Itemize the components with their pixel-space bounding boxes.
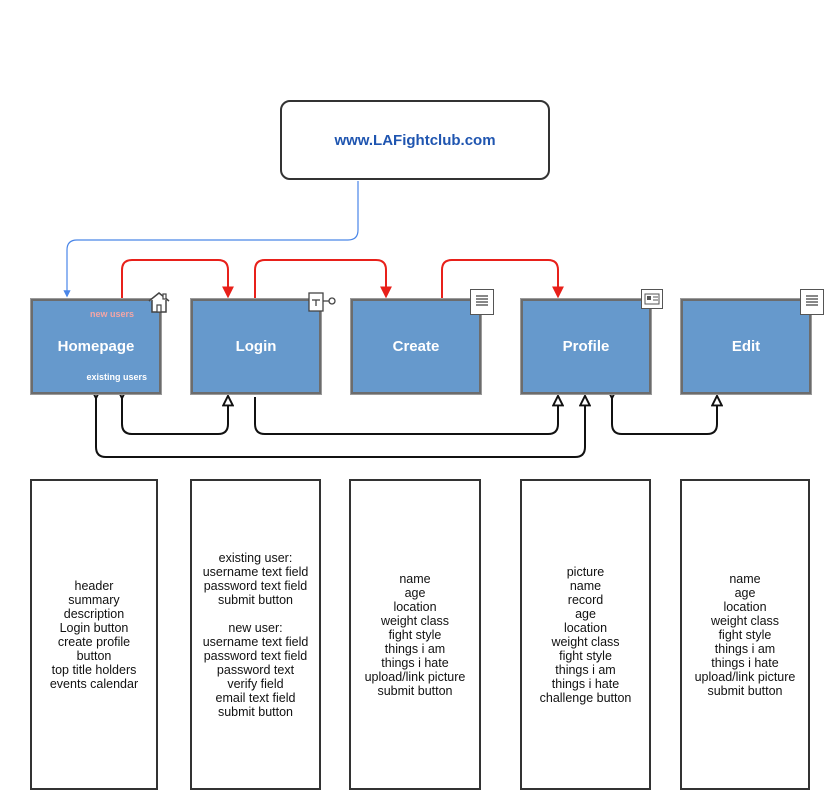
spec-line: things i am xyxy=(714,641,776,656)
spec-line: fight style xyxy=(718,627,772,642)
spec-line: username text field xyxy=(202,564,309,579)
spec-line: record xyxy=(567,592,604,607)
spec-line: picture xyxy=(566,564,605,579)
page-login: Login xyxy=(190,298,322,395)
spec-line: weight class xyxy=(380,613,450,628)
spec-line xyxy=(203,607,309,621)
spec-line: submit button xyxy=(217,704,294,719)
spec-line: things i am xyxy=(384,641,446,656)
spec-line: password text field xyxy=(203,648,308,663)
house-icon xyxy=(146,289,172,315)
site-url: www.LAFightclub.com xyxy=(334,131,496,149)
spec-line: location xyxy=(393,599,437,614)
page-title-create: Create xyxy=(392,338,440,355)
spec-line: existing user: xyxy=(218,550,293,565)
spec-line: weight class xyxy=(710,613,780,628)
connector-profile-edit xyxy=(612,397,717,435)
spec-line: name xyxy=(569,578,602,593)
site-url-box: www.LAFightclub.com xyxy=(280,100,550,180)
spec-line: submit button xyxy=(217,592,294,607)
page-title-profile: Profile xyxy=(562,338,610,355)
connector-create-to-profile xyxy=(441,259,564,299)
spec-line: age xyxy=(575,606,596,621)
spec-line: things i hate xyxy=(381,655,449,670)
spec-line: things i hate xyxy=(551,676,620,691)
spec-line: button xyxy=(76,648,112,663)
spec-line: events calendar xyxy=(49,676,139,691)
connector-login-to-create xyxy=(254,259,392,299)
spec-line: top title holders xyxy=(51,662,137,677)
page-edit: Edit xyxy=(680,298,812,395)
spec-line: summary xyxy=(68,592,120,607)
profile-card-icon xyxy=(641,289,663,309)
page-homepage: new users Homepage existing users xyxy=(30,298,162,395)
spec-line: upload/link picture xyxy=(364,669,466,684)
document-icon xyxy=(800,289,824,315)
connector-homepage-login xyxy=(122,397,228,435)
connector-site-to-homepage xyxy=(63,181,359,298)
new-users-label: new users xyxy=(90,309,135,319)
page-title-edit: Edit xyxy=(731,338,761,355)
spec-line: description xyxy=(63,606,125,621)
spec-line: age xyxy=(734,585,756,600)
spec-line: submit button xyxy=(377,683,453,698)
spec-line: upload/link picture xyxy=(694,669,796,684)
spec-line: weight class xyxy=(551,634,620,649)
spec-line: name xyxy=(729,571,761,586)
spec-line: things i hate xyxy=(711,655,779,670)
page-create: Create xyxy=(350,298,482,395)
page-title-homepage: Homepage xyxy=(57,338,135,355)
spec-line: header xyxy=(74,578,114,593)
spec-line: fight style xyxy=(559,648,612,663)
spec-line: password text xyxy=(216,662,295,677)
spec-line: new user: xyxy=(228,620,283,635)
connector-homepage-profile xyxy=(96,397,585,458)
connector-homepage-to-login xyxy=(121,259,234,299)
spec-line: Login button xyxy=(59,620,129,635)
spec-line: password text field xyxy=(203,578,308,593)
spec-line: create profile xyxy=(57,634,131,649)
spec-line: email text field xyxy=(215,690,296,705)
key-icon xyxy=(308,292,336,314)
spec-line: submit button xyxy=(707,683,783,698)
spec-line: fight style xyxy=(388,627,442,642)
spec-line: name xyxy=(399,571,431,586)
spec-line: things i am xyxy=(555,662,616,677)
existing-users-label: existing users xyxy=(86,372,147,382)
spec-line: age xyxy=(404,585,426,600)
page-profile: Profile xyxy=(520,298,652,395)
spec-line: challenge button xyxy=(539,690,632,705)
spec-line: verify field xyxy=(227,676,284,691)
document-icon xyxy=(470,289,494,315)
page-title-login: Login xyxy=(235,338,277,355)
spec-line: username text field xyxy=(202,634,309,649)
spec-line: location xyxy=(723,599,767,614)
connector-login-profile xyxy=(254,397,558,435)
spec-line: location xyxy=(563,620,608,635)
